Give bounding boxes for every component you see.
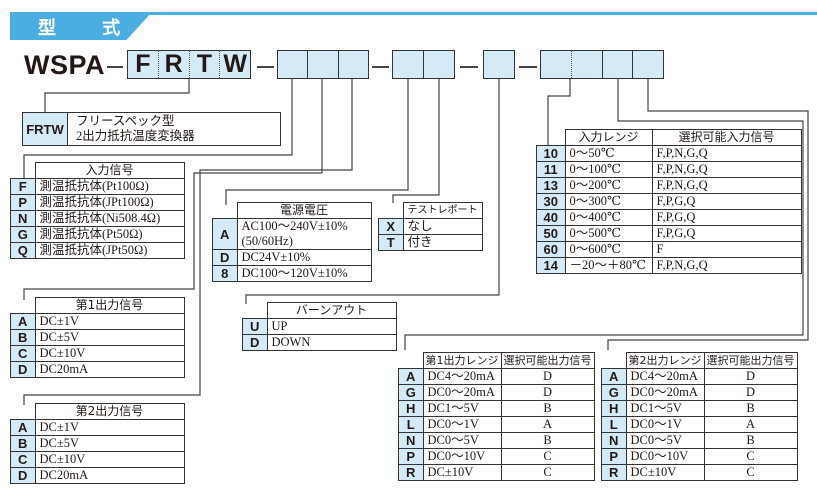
output2-signal-slot — [339, 51, 368, 78]
dash — [372, 66, 389, 68]
table-row: A AC100～240V±10%(50/60Hz) — [212, 218, 372, 250]
output1-signal-title: 第1出力信号 — [34, 297, 185, 314]
input-range-slot-1 — [541, 51, 572, 78]
wire-output2-range — [607, 77, 809, 350]
series-table: FRTW フリースペック型 2出力抵抗温度変換器 — [22, 112, 281, 146]
dash — [107, 66, 123, 68]
code-box-ranges — [540, 50, 664, 79]
power-slot — [393, 51, 424, 78]
code-box-input-output — [277, 50, 369, 79]
wire-test-report — [392, 77, 440, 203]
model-prefix: WSPA — [24, 50, 105, 80]
output1-range-slot — [603, 51, 634, 78]
burnout-title: バーンアウト — [266, 302, 397, 319]
output1-signal-slot — [308, 51, 339, 78]
burnout-slot — [484, 51, 514, 78]
test-report-title: テストレポート — [402, 202, 483, 219]
wire-power — [225, 77, 409, 205]
code-char: R — [159, 50, 190, 78]
dash — [460, 66, 478, 68]
code-box-power-test — [392, 50, 455, 79]
input-range-slot-2 — [572, 51, 603, 78]
header-tab — [10, 12, 152, 40]
wire-output1 — [23, 77, 323, 300]
input-signal-title: 入力信号 — [34, 162, 185, 179]
series-code: FRTW — [22, 112, 68, 146]
series-desc: フリースペック型 2出力抵抗温度変換器 — [67, 112, 281, 146]
code-char: T — [190, 50, 221, 78]
fixed-code-box: F R T W — [127, 50, 251, 79]
wire-burnout — [245, 77, 500, 304]
dash — [519, 66, 537, 68]
code-char: W — [223, 50, 247, 78]
code-char: F — [128, 50, 159, 78]
power-title: 電源電圧 — [236, 202, 372, 219]
page-title: 型 式 — [38, 18, 141, 39]
header-rule — [10, 12, 817, 15]
input-signal-slot — [278, 51, 309, 78]
wire-output2 — [23, 77, 353, 405]
test-report-slot — [424, 51, 454, 78]
wire-series — [44, 77, 190, 112]
wire-output1-range — [404, 77, 804, 350]
output2-signal-title: 第2出力信号 — [34, 403, 185, 420]
dash — [257, 66, 274, 68]
code-box-burnout — [483, 50, 515, 79]
series-desc-line2: 2出力抵抗温度変換器 — [76, 129, 195, 143]
wire-input-range — [547, 77, 571, 147]
output2-range-slot — [633, 51, 663, 78]
series-desc-line1: フリースペック型 — [76, 114, 175, 128]
